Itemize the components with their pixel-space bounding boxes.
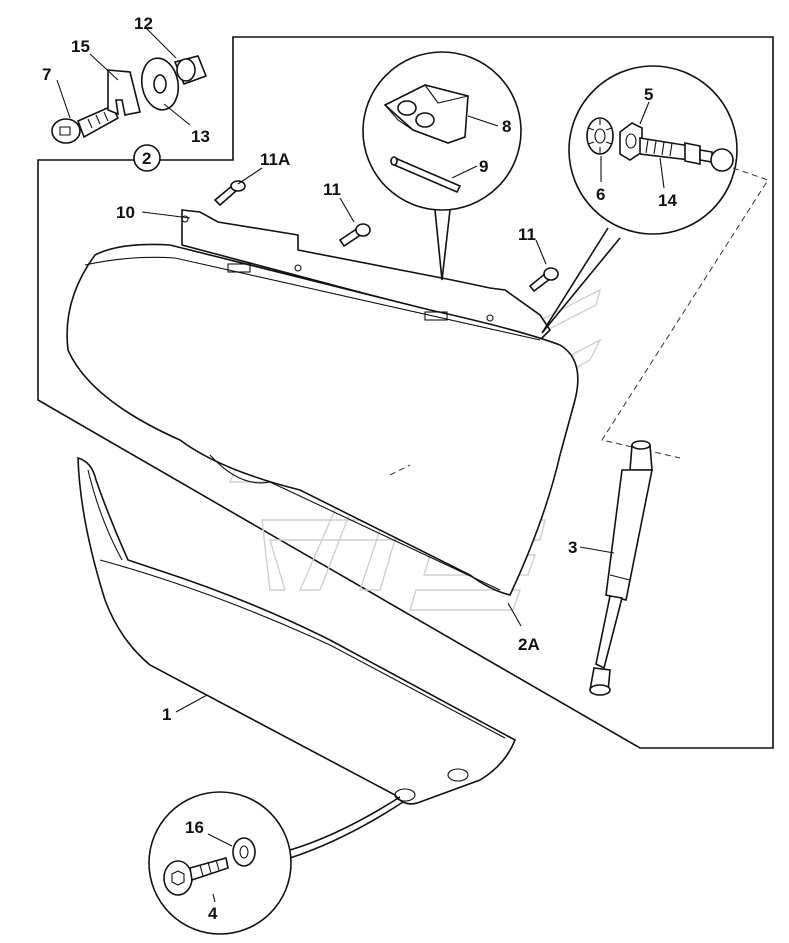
clip-slot-b xyxy=(424,311,448,321)
item-2-marker xyxy=(133,144,161,172)
trim-hole-b xyxy=(394,788,416,802)
callout-screw-detail xyxy=(148,791,404,935)
callout-label-8: 8 xyxy=(502,117,511,136)
washer-16 xyxy=(232,837,256,867)
callout-label-4: 4 xyxy=(208,904,218,923)
inner-panel-edge xyxy=(209,454,501,591)
screw-11-right xyxy=(528,267,559,293)
inner-panel xyxy=(66,243,579,596)
callout-label-12: 12 xyxy=(134,14,153,33)
hinge-leader-dash xyxy=(389,464,411,476)
torx-screw-4 xyxy=(163,856,229,896)
ball-stud-14 xyxy=(639,137,734,172)
slotted-plate-15 xyxy=(107,69,141,116)
outer-trim-panel xyxy=(77,456,517,805)
callout-label-3: 3 xyxy=(568,538,577,557)
callout-label-11-right: 11 xyxy=(518,225,536,244)
spacer-12 xyxy=(173,55,208,86)
inner-panel-assembly xyxy=(66,209,579,596)
bracket-hole-a xyxy=(181,215,189,223)
callout-clip-detail xyxy=(362,51,522,281)
fastener-group-top-left xyxy=(51,55,208,144)
callout-label-2A: 2A xyxy=(518,635,540,654)
inner-panel-rim xyxy=(84,256,541,341)
serrated-washer-6 xyxy=(586,117,614,155)
gas-strut-3 xyxy=(589,167,769,696)
washer-13 xyxy=(140,57,180,111)
callout-label-7: 7 xyxy=(42,65,51,84)
clip-slot-a xyxy=(227,263,251,273)
leader-lines xyxy=(56,27,665,903)
callout-ballstud-detail xyxy=(541,65,738,334)
callout-label-11A: 11A xyxy=(260,150,290,169)
assembly-frame xyxy=(37,36,774,749)
screw-11-upper xyxy=(338,223,371,248)
nut-5 xyxy=(619,122,643,161)
screw-11A xyxy=(213,180,246,207)
bracket-hole-b xyxy=(294,264,302,272)
callout-label-15: 15 xyxy=(71,37,90,56)
callout-label-6: 6 xyxy=(596,185,605,204)
cap-screw-7 xyxy=(51,104,120,144)
callout-label-1: 1 xyxy=(162,705,171,724)
callout-label-2: 2 xyxy=(142,149,151,168)
callout-label-13: 13 xyxy=(191,127,210,146)
callout-label-10: 10 xyxy=(116,203,135,222)
callout-label-5: 5 xyxy=(644,85,653,104)
callout-label-16: 16 xyxy=(185,818,204,837)
callout-label-9: 9 xyxy=(479,157,488,176)
trim-hole-a xyxy=(447,768,469,782)
callout-label-11-upper: 11 xyxy=(323,180,341,199)
bracket-hole-c xyxy=(486,314,494,322)
callout-label-14: 14 xyxy=(658,191,677,210)
